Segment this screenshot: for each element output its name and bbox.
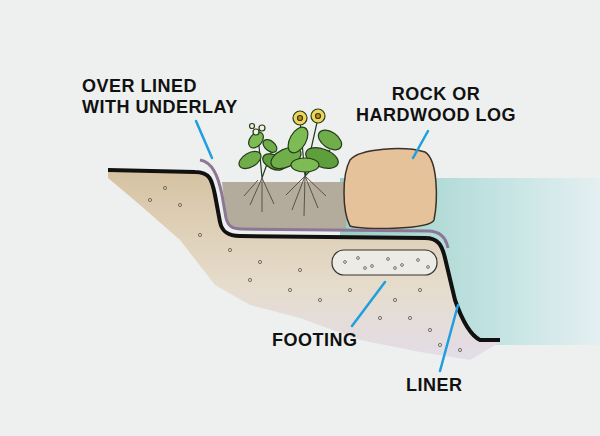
rock: [344, 149, 436, 229]
footing-dot: [344, 261, 347, 264]
soil-dot: [148, 198, 151, 201]
soil-dot: [258, 260, 261, 263]
soil-dot: [178, 203, 181, 206]
soil-dot: [438, 343, 441, 346]
soil-dot: [248, 278, 251, 281]
plant-roots: [244, 176, 326, 216]
footing-dot: [364, 267, 367, 270]
leader-line: [352, 282, 385, 326]
soil-dot: [378, 316, 381, 319]
soil-dot: [428, 328, 431, 331]
soil-dot: [408, 316, 411, 319]
soil-dot: [288, 288, 291, 291]
soil-dot: [163, 186, 166, 189]
footing-dots: [344, 257, 430, 270]
footing-dot: [357, 257, 360, 260]
leader-line: [440, 305, 458, 371]
footing-dot: [417, 259, 420, 262]
soil-dot: [228, 248, 231, 251]
footing-dot: [387, 258, 390, 261]
callout-label: OVER LINED WITH UNDERLAY: [82, 76, 248, 118]
footing-dot: [401, 264, 404, 267]
footing-dot: [394, 267, 397, 270]
callout-label: LINER: [406, 375, 463, 396]
liner: [108, 170, 500, 340]
soil-dot: [458, 348, 461, 351]
leader-lines: [196, 121, 458, 371]
soil-dot: [318, 298, 321, 301]
plant: [236, 109, 345, 178]
leader-line: [196, 121, 212, 158]
soil-dot: [298, 268, 301, 271]
soil-dot: [418, 288, 421, 291]
footing-dot: [427, 266, 430, 269]
callout-label: FOOTING: [272, 330, 358, 351]
footing: [332, 250, 437, 275]
soil-dot: [393, 298, 396, 301]
footing-dot: [371, 265, 374, 268]
soil-dot: [348, 288, 351, 291]
ground: [108, 170, 500, 360]
callout-label: ROCK OR HARDWOOD LOG: [348, 84, 524, 126]
shelf-soil: [222, 182, 346, 229]
soil-dot: [198, 233, 201, 236]
leader-line: [413, 131, 428, 158]
